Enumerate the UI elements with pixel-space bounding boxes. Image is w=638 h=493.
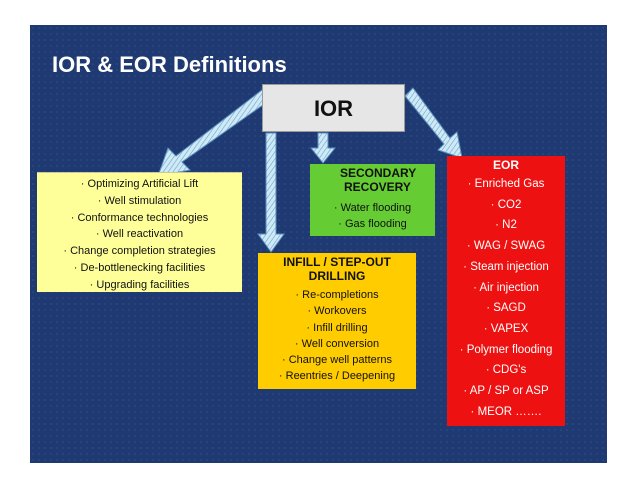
heading-line: SECONDARY	[340, 166, 417, 180]
list-item: N2	[447, 215, 565, 236]
infill-drilling-heading: INFILL / STEP-OUT DRILLING	[258, 255, 416, 283]
list-item: Change completion strategies	[37, 243, 242, 260]
arrow-to-eor	[404, 87, 463, 159]
list-item: Upgrading facilities	[37, 277, 242, 294]
list-item: Steam injection	[447, 257, 565, 278]
ior-root-box: IOR	[262, 84, 405, 132]
list-item: Workovers	[258, 303, 416, 319]
list-item: Infill drilling	[258, 320, 416, 336]
list-item: Enriched Gas	[447, 174, 565, 195]
arrow-to-infill	[257, 132, 285, 253]
slide-title: IOR & EOR Definitions	[52, 52, 287, 77]
list-item: Conformance technologies	[37, 210, 242, 227]
list-item: Water flooding	[310, 200, 435, 216]
ior-techniques-box: Optimizing Artificial Lift Well stimulat…	[37, 172, 242, 292]
ior-techniques-list: Optimizing Artificial Lift Well stimulat…	[37, 176, 242, 294]
list-item: Gas flooding	[310, 216, 435, 232]
secondary-recovery-list: Water flooding Gas flooding	[310, 200, 435, 232]
eor-list: Enriched Gas CO2 N2 WAG / SWAG Steam inj…	[447, 174, 565, 422]
eor-box: EOR Enriched Gas CO2 N2 WAG / SWAG Steam…	[447, 156, 565, 426]
list-item: VAPEX	[447, 319, 565, 340]
ior-root-label: IOR	[313, 96, 354, 121]
secondary-recovery-heading: SECONDARY RECOVERY	[340, 166, 435, 194]
infill-drilling-list: Re-completions Workovers Infill drilling…	[258, 287, 416, 385]
eor-heading: EOR	[492, 158, 519, 172]
list-item: WAG / SWAG	[447, 236, 565, 257]
secondary-recovery-box: SECONDARY RECOVERY Water flooding Gas fl…	[310, 164, 435, 236]
list-item: Reentries / Deepening	[258, 368, 416, 384]
list-item: Change well patterns	[258, 352, 416, 368]
list-item: Air injection	[447, 278, 565, 299]
list-item: Re-completions	[258, 287, 416, 303]
infill-drilling-box: INFILL / STEP-OUT DRILLING Re-completion…	[258, 253, 416, 389]
list-item: Well conversion	[258, 336, 416, 352]
arrow-to-ior-techniques	[157, 89, 271, 177]
list-item: Polymer flooding	[447, 340, 565, 361]
list-item: De-bottlenecking facilities	[37, 260, 242, 277]
list-item: CDG's	[447, 360, 565, 381]
list-item: AP / SP or ASP	[447, 381, 565, 402]
list-item: Optimizing Artificial Lift	[37, 176, 242, 193]
heading-line: RECOVERY	[344, 180, 411, 194]
list-item: Well reactivation	[37, 226, 242, 243]
list-item: SAGD	[447, 298, 565, 319]
list-item: MEOR …….	[447, 402, 565, 423]
arrow-to-secondary	[309, 132, 337, 164]
heading-line: INFILL / STEP-OUT	[283, 255, 391, 269]
list-item: Well stimulation	[37, 193, 242, 210]
heading-line: DRILLING	[308, 269, 366, 283]
list-item: CO2	[447, 195, 565, 216]
